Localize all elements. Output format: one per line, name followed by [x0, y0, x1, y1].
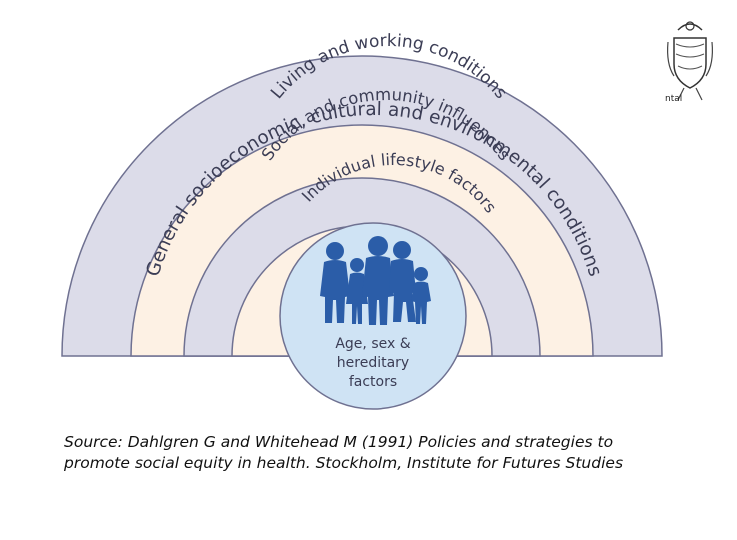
- logo-caption: ntal: [665, 94, 683, 104]
- core-label-line-2: hereditary: [337, 355, 409, 371]
- core-label-line-3: factors: [349, 374, 397, 390]
- source-citation: Source: Dahlgren G and Whitehead M (1991…: [64, 433, 624, 472]
- university-crest-logo: [667, 21, 713, 101]
- core-label-line-1: Age, sex &: [335, 336, 410, 352]
- family-figures-icon: [320, 236, 431, 325]
